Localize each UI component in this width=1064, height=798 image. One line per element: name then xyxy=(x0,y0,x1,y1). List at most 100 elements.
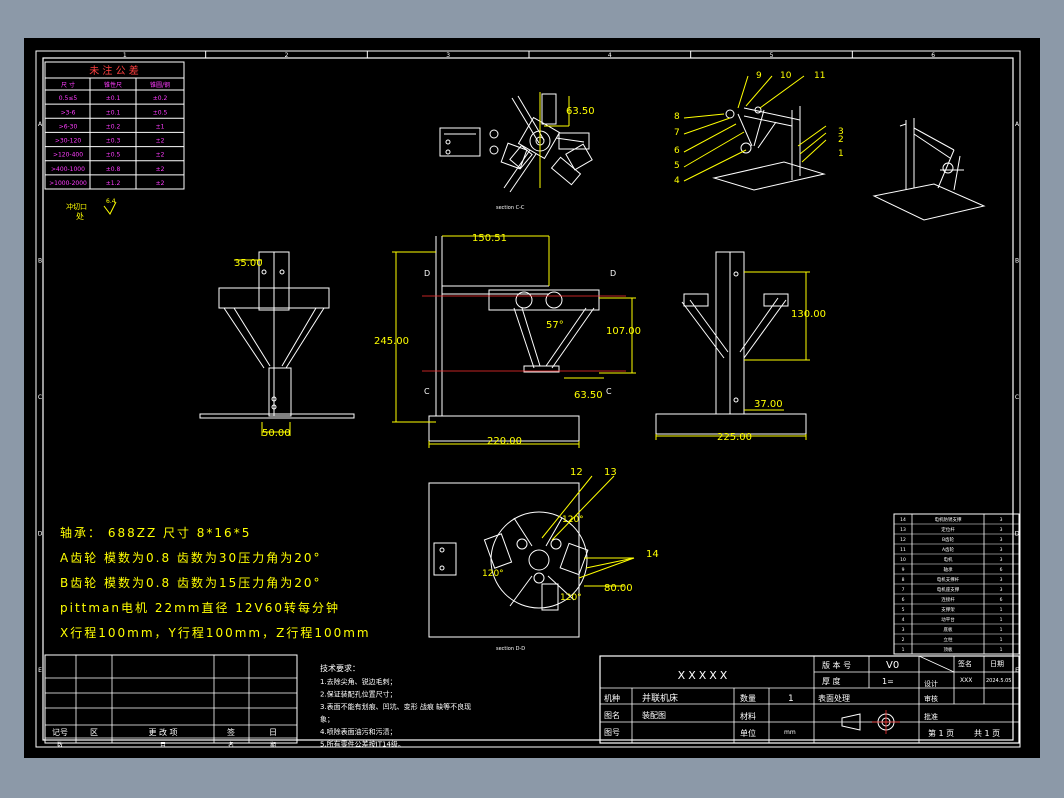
bom-quantity: 3 xyxy=(1000,557,1003,563)
thickness-value: 1= xyxy=(882,677,894,686)
roughness-value: 6.4 xyxy=(106,198,116,205)
tolerance-cell: ±2 xyxy=(156,152,165,159)
balloon-1: 1 xyxy=(838,149,844,159)
section-mark-c-right: C xyxy=(606,387,612,396)
tech-req-item: 4.喷除表面油污和污渍； xyxy=(320,727,397,736)
tech-req-item: 5.所有零件公差按IT14级。 xyxy=(320,740,405,749)
bom-index: 8 xyxy=(902,577,905,583)
code-label: 图号 xyxy=(604,728,620,737)
version-label: 版 本 号 xyxy=(822,660,851,670)
roughness-label: 冲切口 xyxy=(66,202,87,211)
bom-index: 11 xyxy=(900,547,906,553)
bom-part-name: 定位杆 xyxy=(941,526,955,533)
balloon-9: 9 xyxy=(756,71,762,81)
tolerance-cell: ±1.2 xyxy=(106,180,121,187)
note-motor: pittman电机 22mm直径 12V60转每分钟 xyxy=(60,600,340,615)
bom-index: 14 xyxy=(900,517,906,523)
tolerance-header: 锥圆/钢 xyxy=(150,81,170,89)
dim-57: 57° xyxy=(546,320,564,331)
surface-label: 表面处理 xyxy=(818,693,850,703)
tolerance-cell: >120-400 xyxy=(53,152,83,159)
revision-header: 日 xyxy=(269,728,277,737)
tolerance-cell: ±2 xyxy=(156,138,165,145)
dim-6350: 63.50 xyxy=(574,390,603,401)
designer-label: 设计 xyxy=(924,679,938,688)
revision-header: 区 xyxy=(90,728,98,737)
tolerance-cell: ±0.5 xyxy=(106,152,121,159)
balloon-14: 14 xyxy=(646,549,659,560)
revision-header: 更 改 项 xyxy=(148,727,177,737)
balloon-3: 3 xyxy=(838,127,844,137)
balloon-12: 12 xyxy=(570,467,583,478)
tolerance-cell: ±0.1 xyxy=(106,95,121,102)
title-block: XXXXX 版 本 号 V0 厚 度 1= 设计 XXX 签名 日期 2024.… xyxy=(599,655,1020,744)
tolerance-title: 未 注 公 差 xyxy=(89,64,139,77)
drawing-value: 装配图 xyxy=(642,710,666,720)
section-mark-d-right: D xyxy=(610,269,616,278)
dim-5000: 50.00 xyxy=(262,428,291,439)
tolerance-cell: ±0.5 xyxy=(153,109,168,116)
balloon-10: 10 xyxy=(780,71,792,81)
bom-index: 13 xyxy=(900,527,906,533)
balloon-6: 6 xyxy=(674,146,680,156)
page-total: 共 1 页 xyxy=(974,729,1000,738)
bom-part-name: 轴承 xyxy=(944,566,953,573)
bom-part-name: 动平台 xyxy=(941,616,955,623)
tolerance-cell: >30-120 xyxy=(55,138,81,145)
date-value: 2024.5.05 xyxy=(986,678,1011,684)
model-label: 机种 xyxy=(604,693,620,703)
unit-label: 单位 xyxy=(740,728,756,738)
tolerance-header: 尺 寸 xyxy=(61,81,75,89)
bom-index: 5 xyxy=(902,607,905,613)
bom-index: 3 xyxy=(902,627,905,633)
tolerance-cell: >1000-2000 xyxy=(49,180,87,187)
zone-number: 6 xyxy=(931,52,935,59)
balloon-7: 7 xyxy=(674,128,680,138)
bom-quantity: 3 xyxy=(1000,517,1003,523)
tolerance-cell: ±0.3 xyxy=(106,138,121,145)
bom-part-name: B齿轮 xyxy=(942,536,955,543)
section-cc-view: 63.50 section C-C xyxy=(439,92,595,211)
tolerance-cell: ±2 xyxy=(156,180,165,187)
section-mark-d-left: D xyxy=(424,269,430,278)
dim-3700: 37.00 xyxy=(754,399,783,410)
drawing-label: 图名 xyxy=(604,710,620,720)
zone-letter: E xyxy=(38,667,42,674)
tech-req-title: 技术要求： xyxy=(320,663,360,673)
zone-letter-right: B xyxy=(1015,258,1019,265)
bom-part-name: 电机 xyxy=(944,556,953,563)
bom-part-name: 顶板 xyxy=(944,646,953,653)
tolerance-cell: >6-30 xyxy=(59,123,78,130)
zone-letter: A xyxy=(38,121,43,128)
projection-symbol-icon xyxy=(841,710,900,734)
zone-letter: C xyxy=(38,394,42,401)
section-dd-label: section D-D xyxy=(496,646,525,652)
zone-number: 5 xyxy=(770,52,774,59)
zone-letter-right: C xyxy=(1015,394,1019,401)
tolerance-table: 未 注 公 差 尺 寸锥性尺锥圆/钢0.5≤5±0.1±0.2>3-6±0.1±… xyxy=(44,61,185,190)
bom-index: 6 xyxy=(902,597,905,603)
bom-index: 1 xyxy=(902,647,905,653)
dim-22000: 220.00 xyxy=(487,436,522,447)
bom-part-name: A齿轮 xyxy=(942,546,955,553)
tolerance-cell: ±0.2 xyxy=(106,123,121,130)
tolerance-cell: ±0.8 xyxy=(106,166,121,173)
dim-6350-top: 63.50 xyxy=(566,106,595,117)
tolerance-cell: ±2 xyxy=(156,166,165,173)
revision-subheader: 数 xyxy=(57,741,63,749)
zone-number: 3 xyxy=(446,52,450,59)
balloon-5: 5 xyxy=(674,161,680,171)
designer-value: XXX xyxy=(960,677,972,684)
tolerance-header: 锥性尺 xyxy=(104,81,122,89)
bom-quantity: 6 xyxy=(1000,597,1003,603)
bom-part-name: 底板 xyxy=(944,626,953,633)
roughness-note: 处 xyxy=(76,211,84,221)
balloon-13: 13 xyxy=(604,467,617,478)
section-cc-label: section C-C xyxy=(496,205,525,211)
bom-quantity: 1 xyxy=(1000,607,1003,613)
elevation-view-center: 150.51 245.00 57° 107.00 63.50 220.00 D … xyxy=(374,233,641,448)
